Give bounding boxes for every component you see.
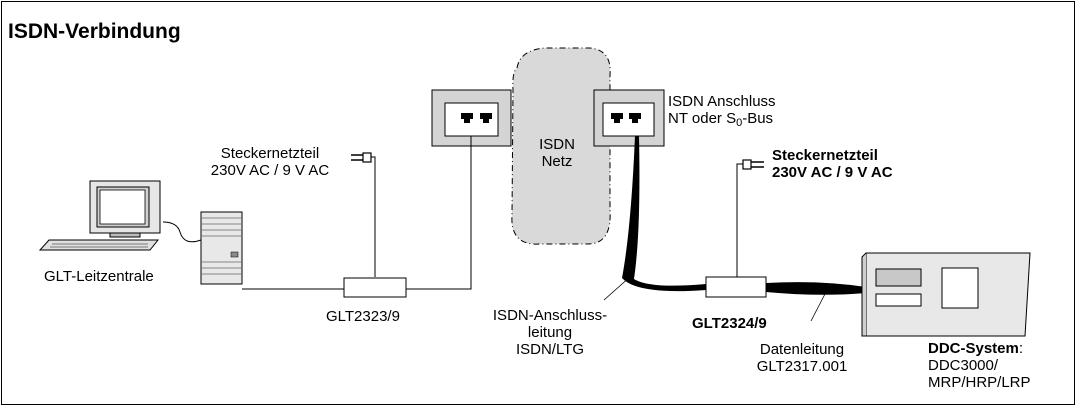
ddc-system-device [861, 252, 1031, 337]
glt2324-label: GLT2324/9 [692, 315, 767, 332]
power-plug-left [351, 152, 376, 277]
isdn-network-cloud [511, 47, 611, 245]
glt-leitzentrale-label: GLT-Leitzentrale [44, 268, 154, 285]
computer-icon [38, 180, 243, 285]
cable-glt2323-socket [406, 136, 472, 290]
steckernetzteil-right-label: Steckernetzteil 230V AC / 9 V AC [772, 147, 893, 181]
isdn-anschlussleitung-label: ISDN-Anschluss- leitung ISDN/LTG [492, 307, 608, 358]
glt2323-label: GLT2323/9 [326, 308, 400, 325]
data-cable [766, 282, 866, 295]
glt2323-device [343, 277, 407, 298]
page-title: ISDN-Verbindung [8, 20, 181, 43]
glt2324-device [705, 276, 767, 298]
isdn-socket-right [593, 89, 665, 147]
isdn-netz-label: ISDN Netz [539, 136, 575, 170]
isdn-anschluss-label: ISDN Anschluss NT oder S0-Bus [668, 93, 776, 129]
isdn-connection-cable [622, 136, 706, 292]
datenleitung-label: Datenleitung GLT2317.001 [756, 341, 848, 375]
power-plug-right [736, 159, 764, 277]
ddc-system-label: DDC-System: DDC3000/ MRP/HRP/LRP [928, 340, 1031, 391]
steckernetzteil-left-label: Steckernetzteil 230V AC / 9 V AC [210, 145, 330, 179]
